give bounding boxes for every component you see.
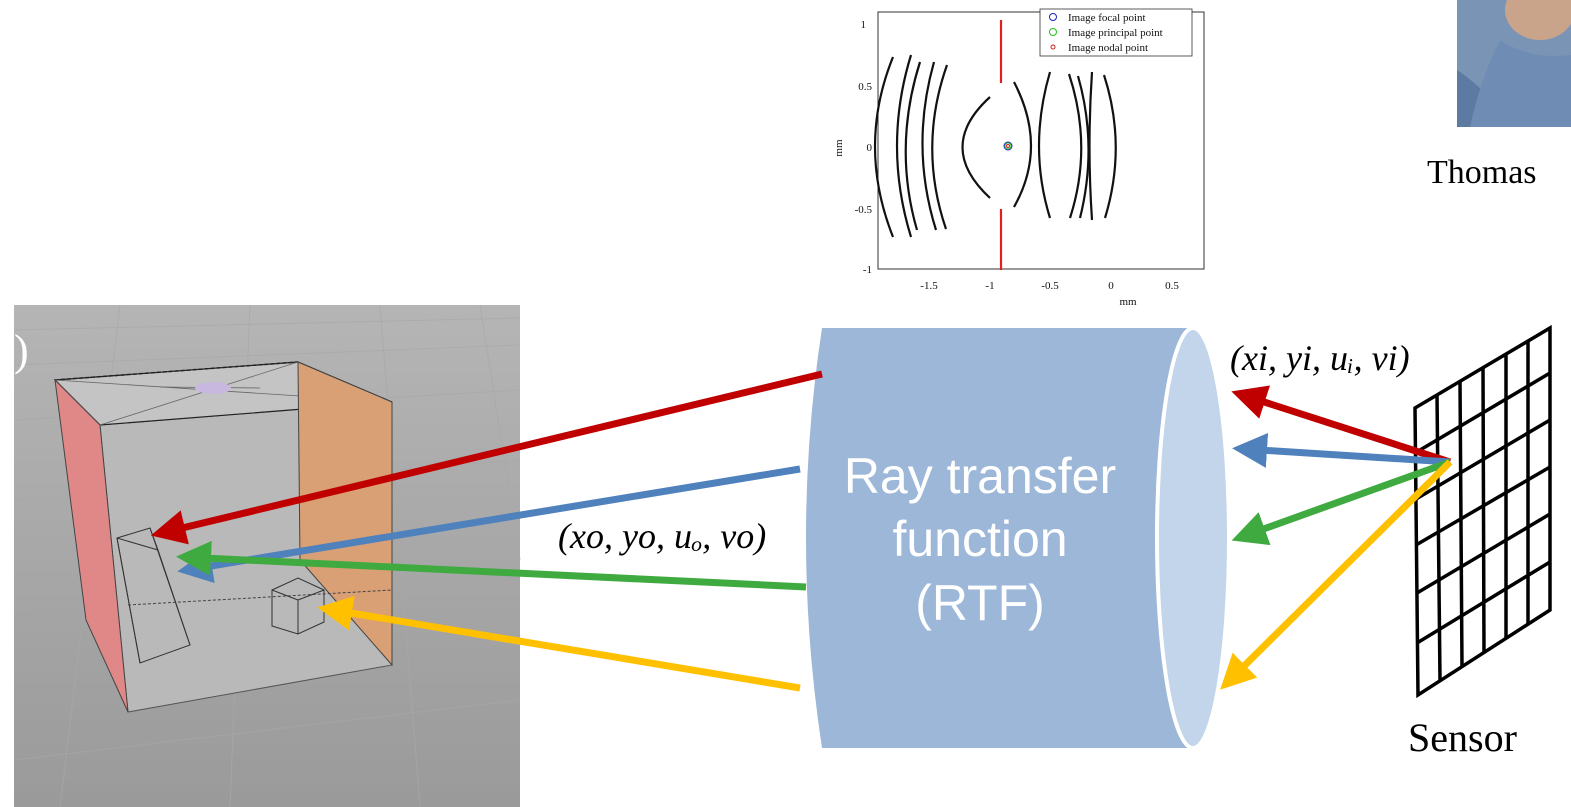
rtf-label-line: (RTF) — [915, 575, 1045, 631]
x-tick-label: -1.5 — [920, 280, 938, 292]
sensor-grid-icon — [1413, 324, 1552, 699]
plot-x-label: mm — [1119, 296, 1137, 308]
x-tick-label: 0 — [1108, 280, 1114, 292]
y-tick-label: 1 — [861, 19, 867, 31]
portrait-photo — [1457, 0, 1571, 127]
image-rays — [1220, 385, 1453, 690]
y-tick-label: 0 — [867, 142, 873, 154]
legend-entry: Image focal point — [1068, 12, 1146, 24]
ray-yellow — [317, 595, 801, 692]
ray-red-image — [1231, 385, 1452, 466]
x-tick-label: -1 — [985, 280, 994, 292]
plot-legend: Image focal point Image principal point … — [1039, 8, 1193, 57]
x-tick-label: -0.5 — [1041, 280, 1059, 292]
legend-entry: Image principal point — [1068, 27, 1163, 39]
sensor-label: Sensor — [1408, 715, 1517, 760]
y-tick-label: 0.5 — [858, 81, 872, 93]
ray-green-image — [1231, 458, 1452, 546]
ray-green — [176, 540, 807, 591]
image-coords-label: (xi, yi, uᵢ, vi) — [1230, 338, 1410, 378]
ray-blue-image — [1232, 432, 1451, 468]
person-name: Thomas — [1427, 154, 1537, 191]
rtf-label-line: function — [892, 511, 1067, 567]
y-tick-label: -0.5 — [855, 204, 873, 216]
object-rays — [150, 370, 823, 692]
object-coords-label: (xo, yo, uₒ, vo) — [558, 516, 766, 556]
clipped-left-text: ) — [14, 326, 29, 375]
ray-red — [150, 370, 823, 545]
y-tick-label: -1 — [863, 264, 872, 276]
plot-y-label: mm — [833, 139, 845, 157]
x-tick-label: 0.5 — [1165, 280, 1179, 292]
rtf-label-line: Ray transfer — [844, 448, 1116, 504]
rtf-label: Ray transfer function (RTF) — [844, 448, 1116, 631]
legend-entry: Image nodal point — [1068, 42, 1148, 54]
ray-blue — [177, 465, 801, 584]
lens-plot: 1 0.5 0 -0.5 -1 mm -1.5 -1 -0.5 0 0.5 mm — [833, 8, 1205, 308]
y-ticks: 1 0.5 0 -0.5 -1 — [855, 19, 873, 276]
ray-yellow-image — [1220, 459, 1453, 690]
rtf-cylinder — [806, 326, 1231, 750]
x-ticks: -1.5 -1 -0.5 0 0.5 — [920, 280, 1179, 292]
lens-surfaces — [873, 54, 1117, 238]
